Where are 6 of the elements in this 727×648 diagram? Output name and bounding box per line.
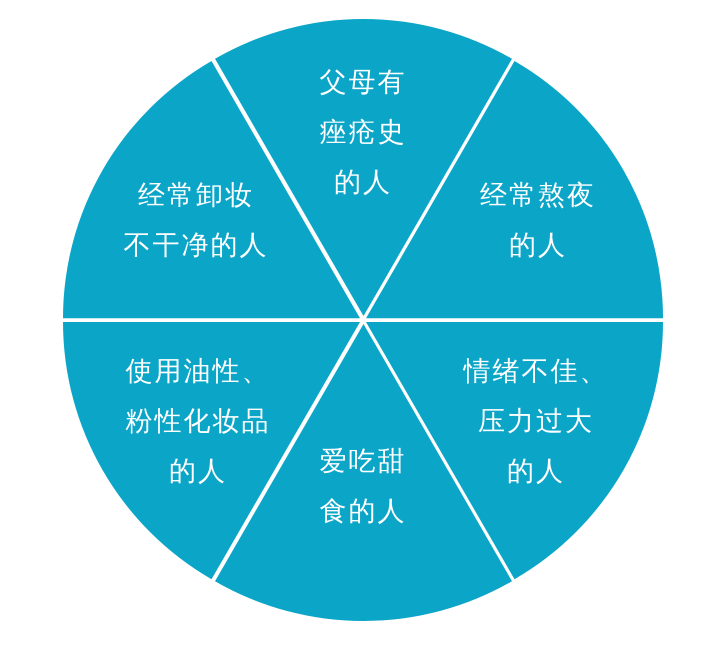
sector-text: 经常卸妆不干净的人 — [123, 178, 268, 263]
sector-text: 情绪不佳、压力过大的人 — [463, 355, 608, 489]
sector-text: 经常熬夜的人 — [480, 178, 596, 263]
sector-text: 父母有痤疮史的人 — [320, 66, 406, 200]
sector-text: 爱吃甜食的人 — [320, 445, 406, 529]
sector-text: 使用油性、粉性化妆品的人 — [125, 355, 270, 489]
